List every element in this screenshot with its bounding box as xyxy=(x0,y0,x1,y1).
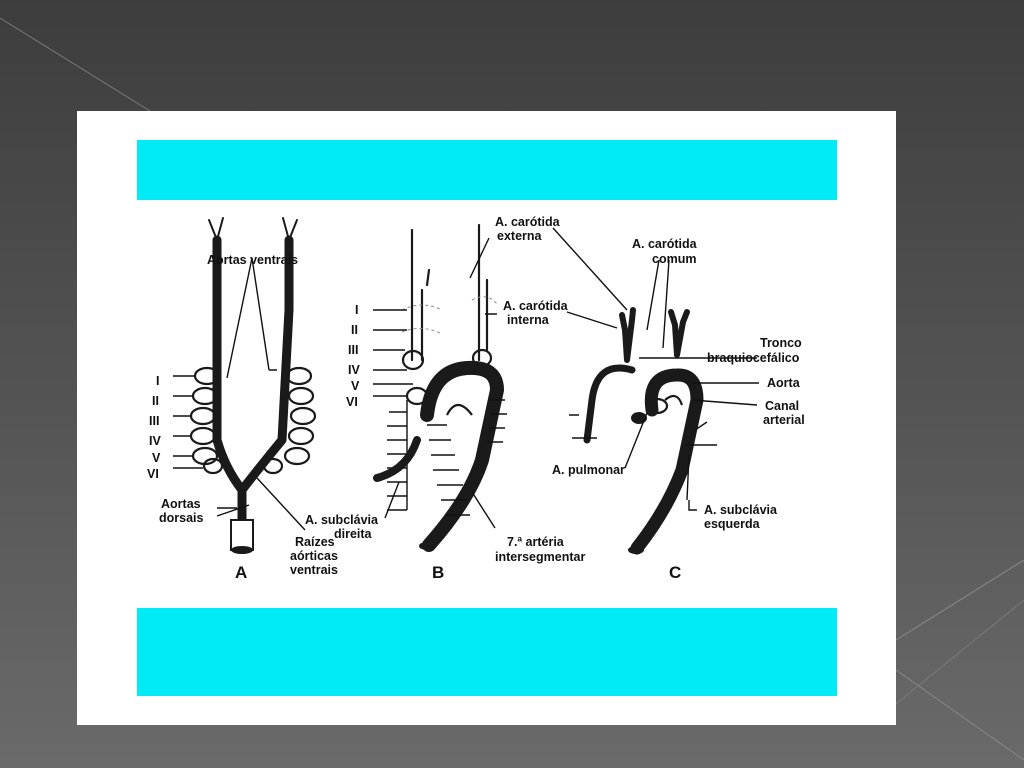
panel-c-drawing xyxy=(552,227,759,555)
label-aortas-dorsais-2: dorsais xyxy=(159,511,204,525)
panel-b-drawing xyxy=(373,223,507,552)
cyan-band-bottom xyxy=(137,608,837,696)
label-pulmonar: A. pulmonar xyxy=(552,463,625,477)
label-carotida-externa-1: A. carótida xyxy=(495,215,561,229)
panel-a-drawing xyxy=(173,217,317,554)
label-arch-ii: II xyxy=(152,394,159,408)
label-aortas-dorsais-1: Aortas xyxy=(161,497,201,511)
label-b-arch-iv: IV xyxy=(348,363,360,377)
label-carotida-interna-1: A. carótida xyxy=(503,299,569,313)
label-aortas-ventrais: Aortas ventrais xyxy=(207,253,298,267)
label-carotida-comum-1: A. carótida xyxy=(632,237,698,251)
label-raizes-3: ventrais xyxy=(290,563,338,577)
label-subclavia-direita-2: direita xyxy=(334,527,373,541)
label-arch-iv: IV xyxy=(149,434,161,448)
label-arch-vi: VI xyxy=(147,467,159,481)
label-tronco-2: braquiocefálico xyxy=(707,351,800,365)
label-arch-v: V xyxy=(152,451,161,465)
label-aorta: Aorta xyxy=(767,376,801,390)
slide-card: Aortas ventrais I II III IV V VI Aortas … xyxy=(77,111,896,725)
label-b-arch-i: I xyxy=(355,303,358,317)
label-subclavia-esquerda-1: A. subclávia xyxy=(704,503,778,517)
label-b-arch-iii: III xyxy=(348,343,358,357)
label-raizes-1: Raízes xyxy=(295,535,335,549)
label-carotida-comum-2: comum xyxy=(652,252,696,266)
label-intersegmentar-1: 7.ª artéria xyxy=(507,535,565,549)
label-raizes-2: aórticas xyxy=(290,549,338,563)
label-b-arch-ii: II xyxy=(351,323,358,337)
aortic-arches-diagram: Aortas ventrais I II III IV V VI Aortas … xyxy=(147,215,805,582)
label-b-arch-vi: VI xyxy=(346,395,358,409)
label-canal-1: Canal xyxy=(765,399,799,413)
cyan-band-top xyxy=(137,140,837,200)
label-carotida-externa-2: externa xyxy=(497,229,543,243)
label-intersegmentar-2: intersegmentar xyxy=(495,550,585,564)
panel-label-b: B xyxy=(432,563,444,582)
label-arch-iii: III xyxy=(149,414,159,428)
label-tronco-1: Tronco xyxy=(760,336,802,350)
panel-label-a: A xyxy=(235,563,247,582)
label-subclavia-direita-1: A. subclávia xyxy=(305,513,379,527)
label-subclavia-esquerda-2: esquerda xyxy=(704,517,761,531)
label-arch-i: I xyxy=(156,374,159,388)
label-b-arch-v: V xyxy=(351,379,360,393)
label-canal-2: arterial xyxy=(763,413,805,427)
panel-label-c: C xyxy=(669,563,681,582)
label-carotida-interna-2: interna xyxy=(507,313,550,327)
